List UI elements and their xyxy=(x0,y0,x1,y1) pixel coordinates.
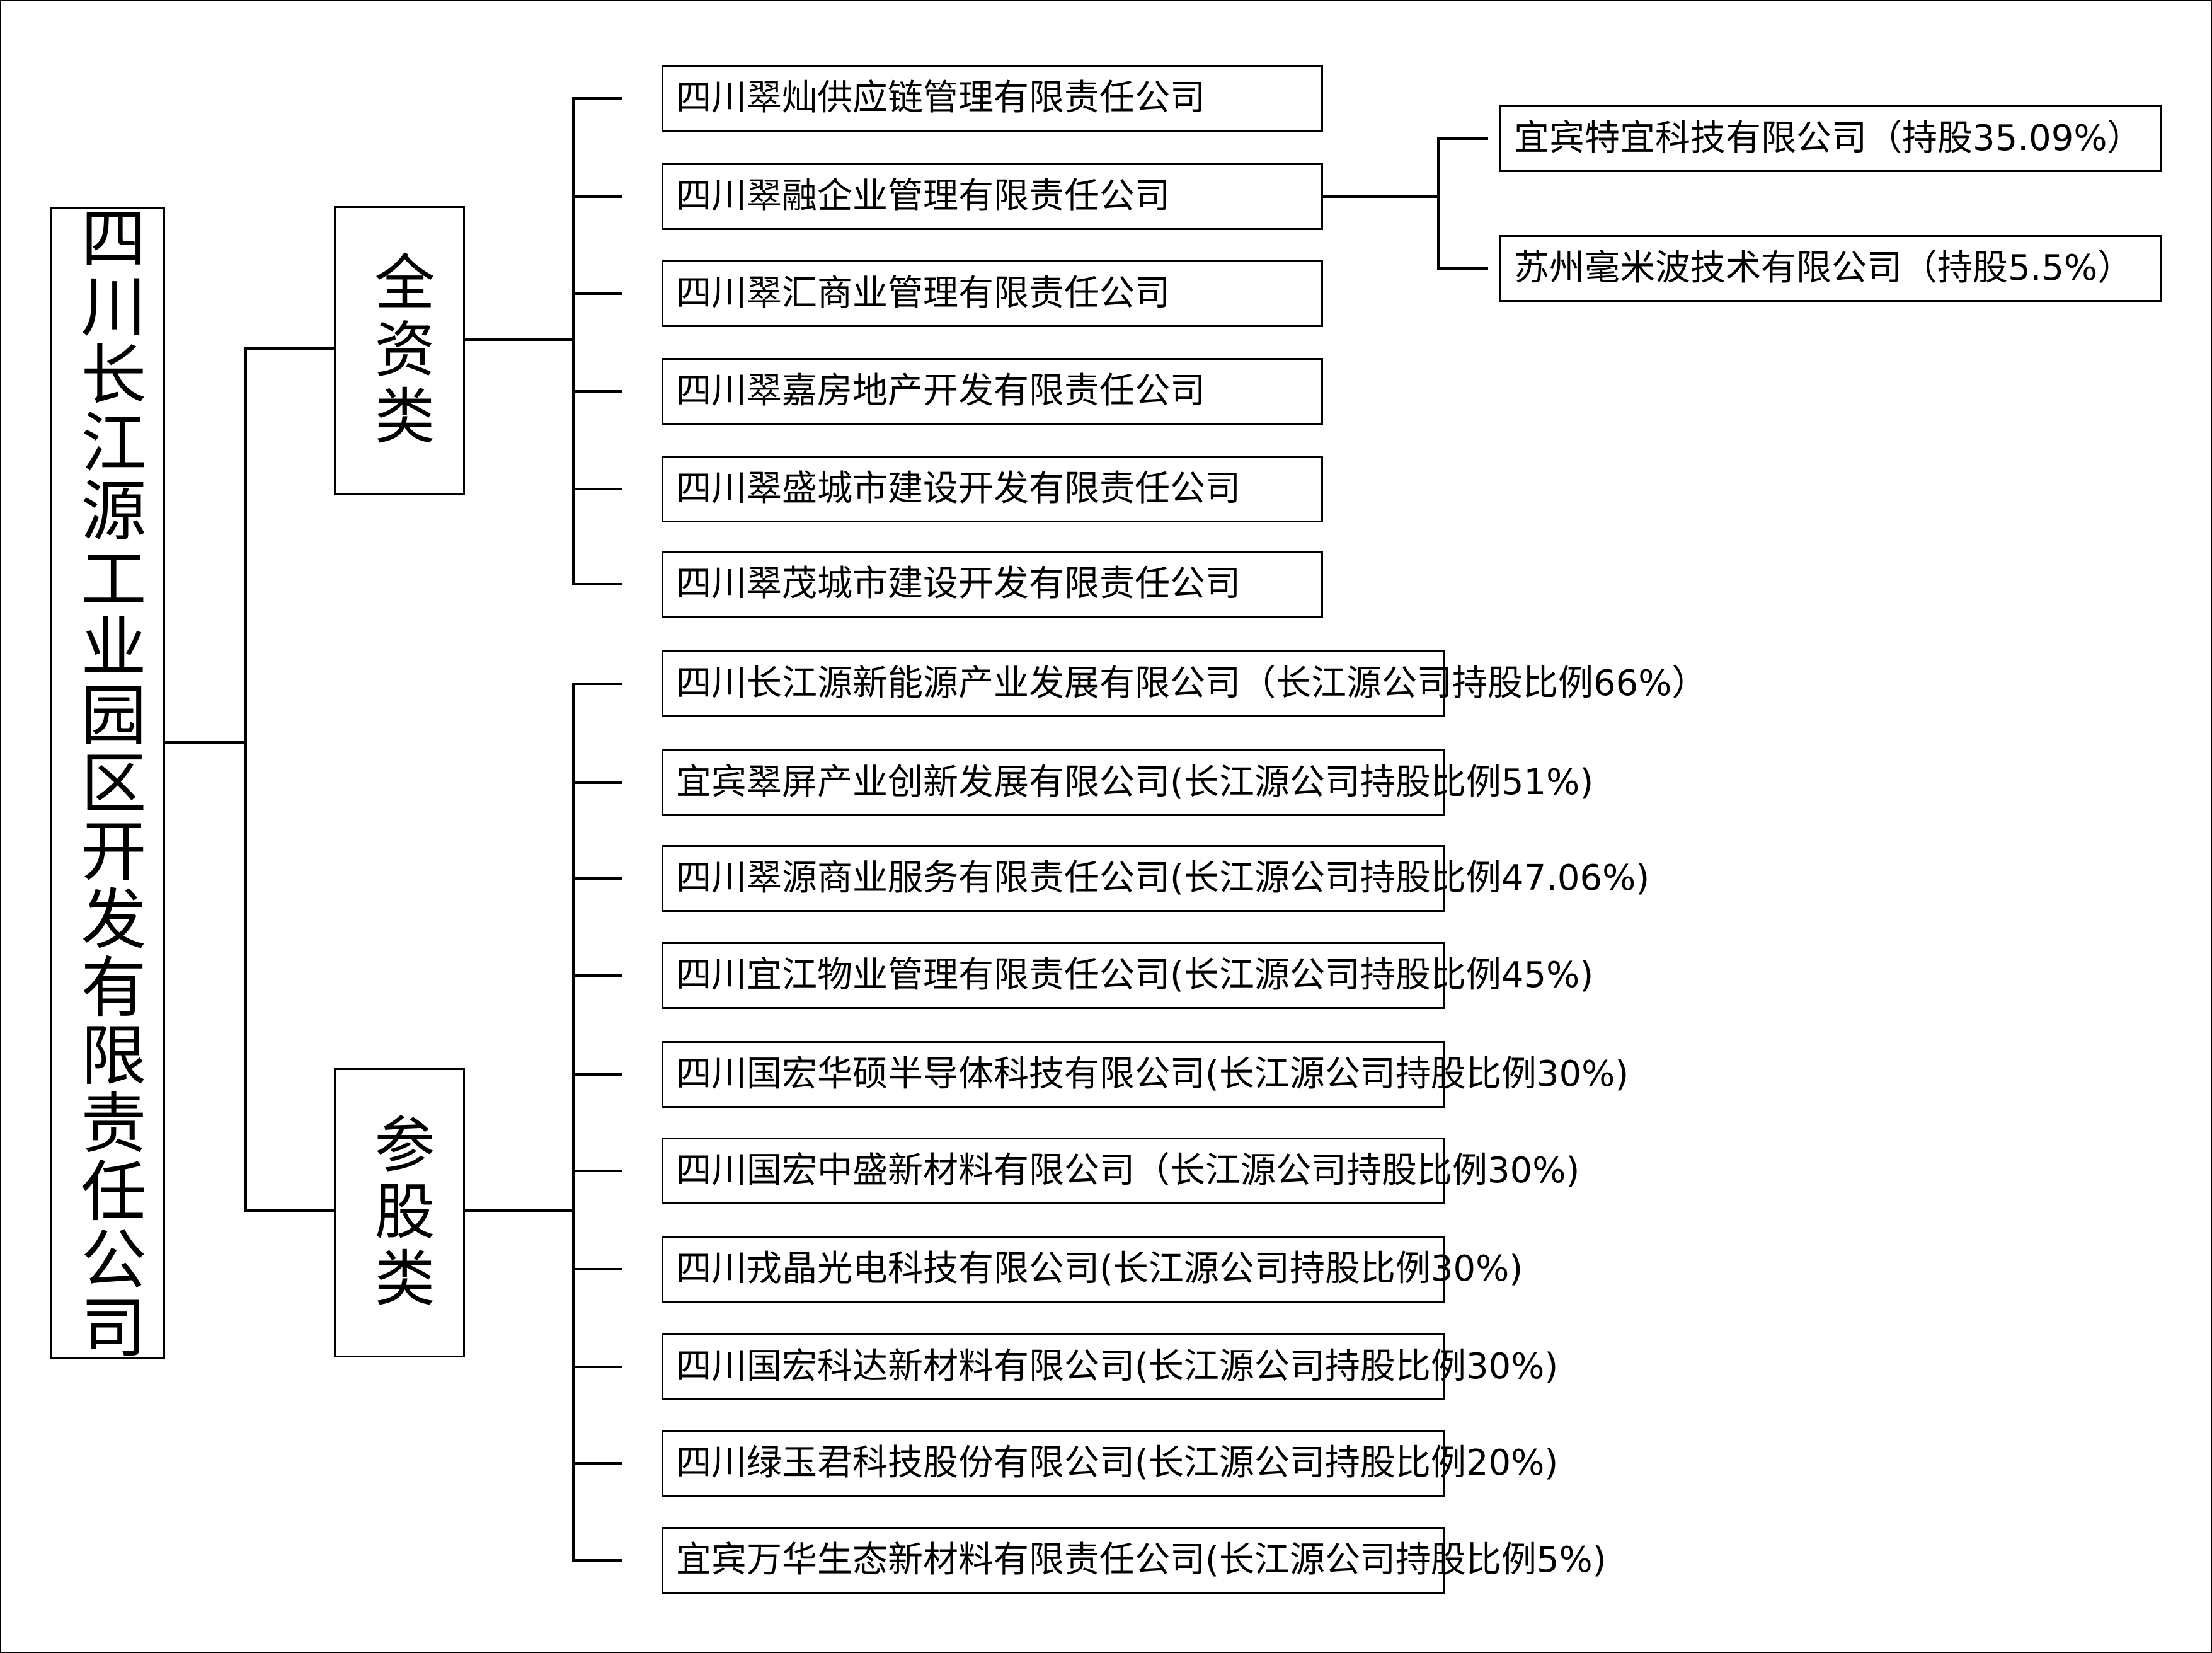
company-box: 四川国宏中盛新材料有限公司（长江源公司持股比例30%) xyxy=(662,1138,1579,1204)
company-box: 四川宜江物业管理有限责任公司(长江源公司持股比例45%) xyxy=(662,942,1593,1009)
category-equity-label: 参股类 xyxy=(364,1112,435,1313)
company-box: 四川戎晶光电科技有限公司(长江源公司持股比例30%) xyxy=(662,1236,1523,1303)
company-box: 四川翠盛城市建设开发有限责任公司 xyxy=(662,456,1323,522)
company-box: 四川翠源商业服务有限责任公司(长江源公司持股比例47.06%) xyxy=(662,845,1649,912)
company-name: 四川绿玉君科技股份有限公司(长江源公司持股比例20%) xyxy=(676,1443,1559,1483)
company-name: 四川翠汇商业管理有限责任公司 xyxy=(676,273,1170,314)
company-box: 四川长江源新能源产业发展有限公司（长江源公司持股比例66%） xyxy=(662,650,1707,717)
company-box: 四川翠汇商业管理有限责任公司 xyxy=(662,260,1323,327)
company-box: 四川绿玉君科技股份有限公司(长江源公司持股比例20%) xyxy=(662,1430,1558,1497)
company-box: 四川翠融企业管理有限责任公司 xyxy=(662,163,1323,230)
root-company-label: 四川长江源工业园区开发有限责任公司 xyxy=(69,204,146,1361)
company-name: 四川宜江物业管理有限责任公司(长江源公司持股比例45%) xyxy=(676,955,1594,996)
company-name: 四川翠融企业管理有限责任公司 xyxy=(676,176,1170,217)
company-box: 宜宾翠屏产业创新发展有限公司(长江源公司持股比例51%) xyxy=(662,749,1593,816)
company-name: 四川国宏科达新材料有限公司(长江源公司持股比例30%) xyxy=(676,1346,1559,1387)
company-name: 四川国宏华硕半导体科技有限公司(长江源公司持股比例30%) xyxy=(676,1054,1629,1095)
company-box: 四川翠茂城市建设开发有限责任公司 xyxy=(662,551,1323,618)
category-wholly-owned-box: 全资类 xyxy=(334,206,465,495)
company-box: 四川翠嘉房地产开发有限责任公司 xyxy=(662,358,1323,425)
company-name: 四川翠茂城市建设开发有限责任公司 xyxy=(676,563,1241,604)
root-company-box: 四川长江源工业园区开发有限责任公司 xyxy=(50,204,165,1361)
company-box: 四川翠灿供应链管理有限责任公司 xyxy=(662,65,1323,132)
company-name: 四川翠源商业服务有限责任公司(长江源公司持股比例47.06%) xyxy=(676,858,1650,899)
category-wholly-owned-label: 全资类 xyxy=(364,250,435,451)
company-name: 宜宾万华生态新材料有限责任公司(长江源公司持股比例5%) xyxy=(676,1540,1607,1581)
company-box: 宜宾万华生态新材料有限责任公司(长江源公司持股比例5%) xyxy=(662,1527,1607,1594)
subsidiary-box: 苏州毫米波技术有限公司（持股5.5%） xyxy=(1499,235,2162,302)
company-name: 四川戎晶光电科技有限公司(长江源公司持股比例30%) xyxy=(676,1248,1523,1289)
company-name: 四川国宏中盛新材料有限公司（长江源公司持股比例30%) xyxy=(676,1150,1580,1191)
company-name: 四川长江源新能源产业发展有限公司（长江源公司持股比例66%） xyxy=(676,663,1707,704)
company-name: 四川翠嘉房地产开发有限责任公司 xyxy=(676,371,1205,412)
company-name: 四川翠灿供应链管理有限责任公司 xyxy=(676,78,1205,118)
company-box: 四川国宏科达新材料有限公司(长江源公司持股比例30%) xyxy=(662,1333,1558,1400)
company-name: 四川翠盛城市建设开发有限责任公司 xyxy=(676,468,1241,509)
category-equity-box: 参股类 xyxy=(334,1068,465,1357)
subsidiary-box: 宜宾特宜科技有限公司（持股35.09%） xyxy=(1499,105,2162,172)
company-name: 宜宾翠屏产业创新发展有限公司(长江源公司持股比例51%) xyxy=(676,762,1594,803)
subsidiary-name: 宜宾特宜科技有限公司（持股35.09%） xyxy=(1514,118,2143,159)
company-box: 四川国宏华硕半导体科技有限公司(长江源公司持股比例30%) xyxy=(662,1041,1629,1108)
subsidiary-name: 苏州毫米波技术有限公司（持股5.5%） xyxy=(1514,248,2133,289)
